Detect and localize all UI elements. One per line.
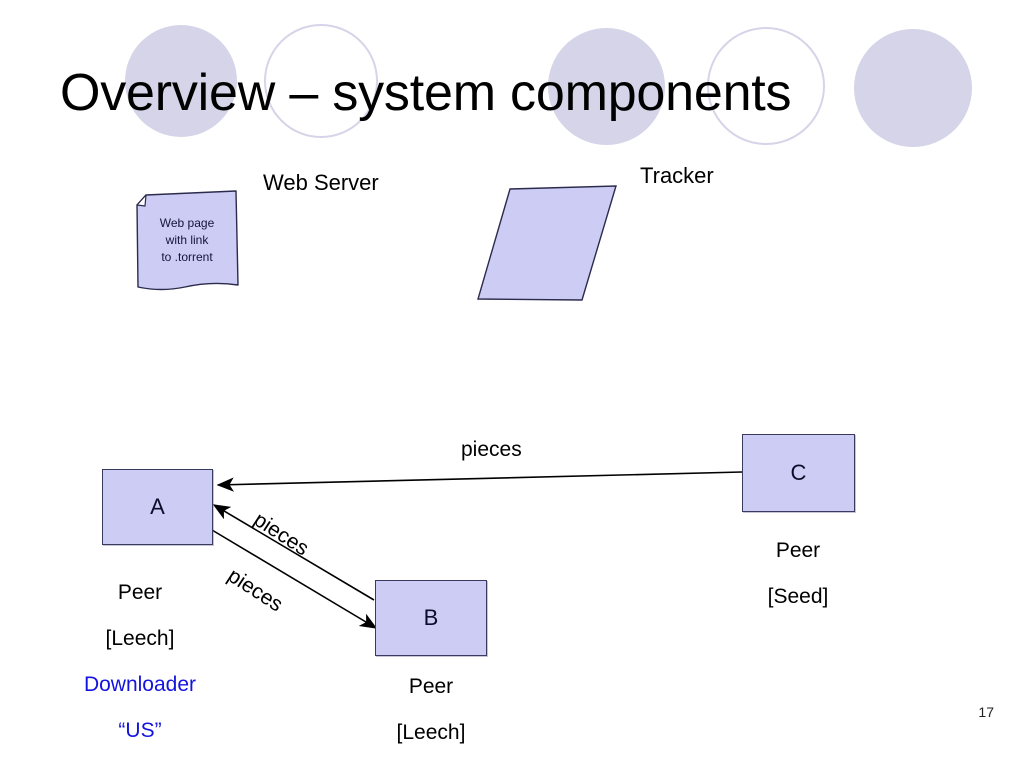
tracker-parallelogram-shape <box>472 182 624 306</box>
deco-circle-1 <box>125 25 237 137</box>
edge-label-a-to-b: pieces <box>223 564 287 617</box>
peer-c-role-line1: Peer <box>775 539 821 562</box>
peer-a-role-line1: Peer <box>117 581 163 604</box>
peer-b-role-line2: [Leech] <box>396 721 466 744</box>
edge-label-c-to-a: pieces <box>461 438 522 461</box>
tracker-label: Tracker <box>640 163 714 188</box>
peer-a-role-line2: [Leech] <box>105 627 175 650</box>
peer-a-note-line1: Downloader <box>83 673 197 696</box>
peer-a-note-line2: “US” <box>118 719 162 742</box>
peer-box-a[interactable]: A <box>102 469 213 545</box>
peer-box-b[interactable]: B <box>375 580 487 656</box>
web-page-document-shape: Web page with link to .torrent <box>133 185 241 293</box>
deco-circle-3 <box>548 28 665 145</box>
peer-c-role-line2: [Seed] <box>767 585 829 608</box>
peer-box-c[interactable]: C <box>742 434 855 512</box>
page-number: 17 <box>978 704 994 720</box>
arrow-c-to-a <box>216 471 743 492</box>
web-server-label: Web Server <box>263 170 379 195</box>
peer-b-role-line1: Peer <box>408 675 454 698</box>
edge-label-b-to-a: pieces <box>249 508 313 561</box>
deco-circle-4 <box>707 27 825 145</box>
deco-circle-2 <box>264 24 378 138</box>
page-title: Overview – system components <box>60 64 792 122</box>
deco-circle-5 <box>854 29 972 147</box>
